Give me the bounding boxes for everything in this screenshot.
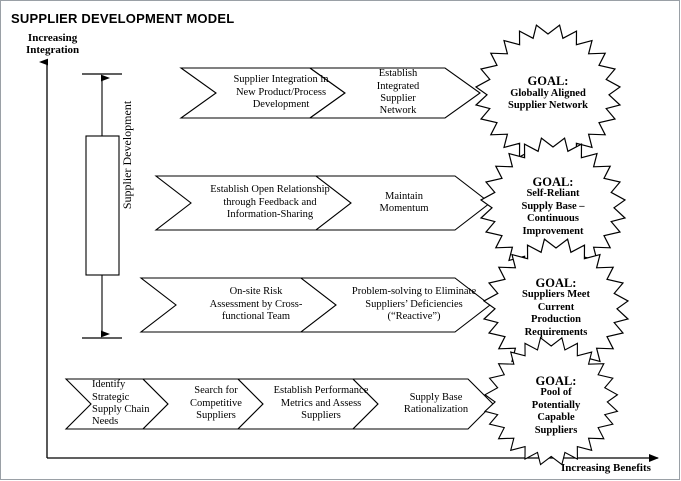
row-3-chevron-group — [139, 277, 491, 333]
x-axis-label: Increasing Benefits — [561, 462, 651, 474]
row-1-chevron-group — [179, 67, 481, 119]
goal-4-head: GOAL: — [535, 373, 577, 388]
row-4-chevron-group — [64, 378, 494, 430]
row-2-chevron-group — [154, 175, 491, 231]
row-1-stage-2 — [308, 67, 481, 119]
goal-1-head: GOAL: — [527, 74, 569, 89]
goal-3-head: GOAL: — [535, 275, 577, 290]
goal-burst-4 — [483, 336, 619, 466]
goal-2-head: GOAL: — [532, 174, 574, 189]
y-axis-label: Increasing Integration — [26, 32, 79, 56]
page-title: SUPPLIER DEVELOPMENT MODEL — [11, 11, 235, 26]
y-axis-label-line1: Increasing — [27, 32, 78, 44]
y-axis-label-line2: Integration — [26, 44, 80, 56]
row-4-stage-4 — [351, 378, 494, 430]
supplier-development-label: Supplier Development — [119, 100, 134, 210]
row-3-stage-2 — [299, 277, 491, 333]
row-2-stage-2 — [314, 175, 491, 231]
supplier-development-box — [85, 135, 120, 276]
